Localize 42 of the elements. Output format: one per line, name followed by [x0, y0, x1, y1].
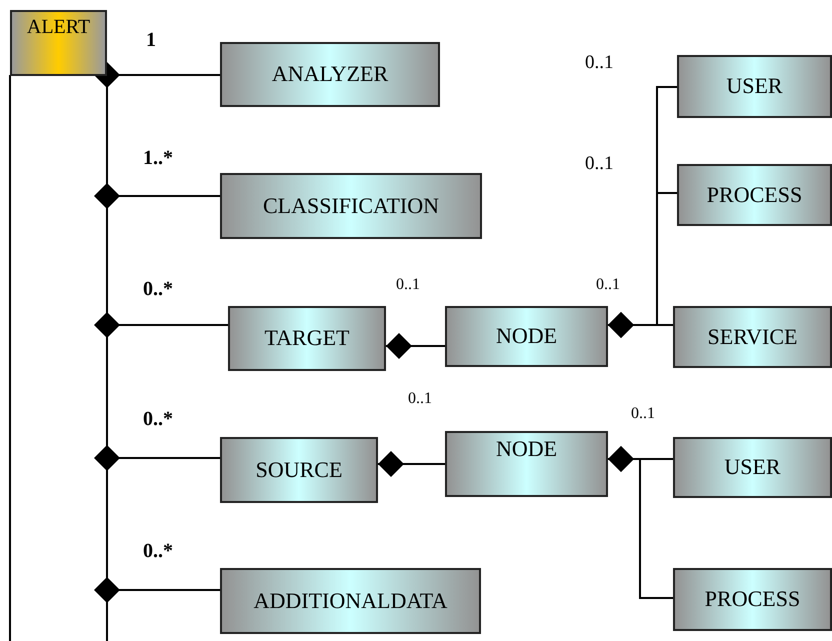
multiplicity-label: 0..1	[396, 277, 420, 293]
composition-connector	[94, 62, 220, 88]
class-name: NODE	[496, 437, 558, 462]
class-box	[677, 164, 832, 226]
root-class-box	[10, 10, 107, 76]
multiplicity-label: 0..*	[143, 409, 173, 429]
multiplicity-label: 0..*	[143, 279, 173, 299]
multiplicity-label: 1	[146, 30, 156, 50]
multiplicity-label: 1..*	[143, 148, 173, 168]
class-name: ADDITIONALDATA	[254, 588, 448, 614]
class-name: CLASSIFICATION	[262, 194, 440, 218]
class-name: ANALYZER	[272, 62, 388, 87]
class-box	[677, 55, 832, 118]
class-name: SERVICE	[708, 324, 798, 350]
multiplicity-label: 0..1	[408, 391, 432, 407]
class-box	[220, 173, 482, 239]
class-name: USER	[724, 455, 781, 480]
class-box	[220, 437, 378, 503]
class-name: PROCESS	[704, 587, 800, 612]
multiplicity-label: 0..1	[596, 277, 620, 293]
composition-connector	[608, 312, 673, 338]
multiplicity-label: 0..1	[585, 154, 614, 173]
class-name: SOURCE	[256, 458, 342, 482]
class-box	[445, 431, 608, 497]
class-name: TARGET	[264, 326, 350, 351]
multiplicity-label: 0..1	[585, 53, 614, 72]
class-name: USER	[726, 74, 783, 99]
composition-connector	[378, 451, 445, 477]
multiplicity-label: 0..1	[631, 406, 655, 422]
class-box	[228, 306, 386, 371]
class-box	[220, 568, 481, 634]
composition-connector	[608, 446, 673, 599]
multiplicity-label: 0..*	[143, 541, 173, 561]
class-name: ALERT	[26, 16, 90, 38]
class-box	[673, 437, 832, 498]
class-box	[673, 568, 832, 631]
class-box	[445, 306, 608, 367]
class-box	[673, 306, 832, 368]
composition-connector	[386, 333, 445, 359]
class-name: PROCESS	[706, 182, 802, 208]
class-box	[220, 42, 440, 107]
class-name: NODE	[496, 324, 558, 349]
